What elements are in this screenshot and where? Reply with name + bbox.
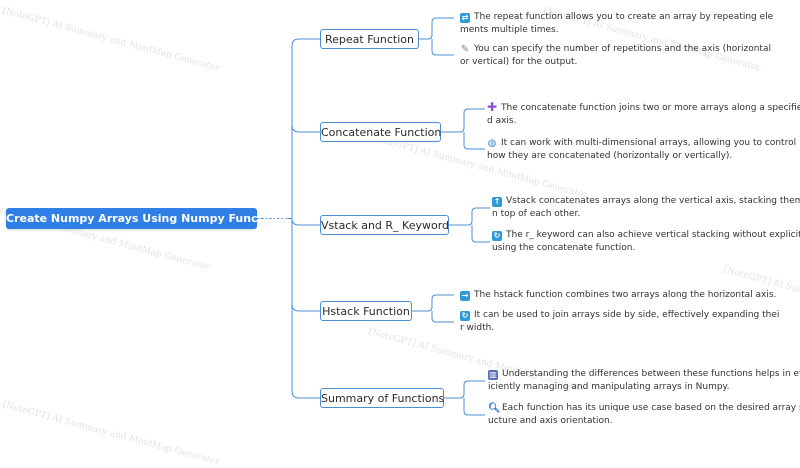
bar-chart-icon: ▥ xyxy=(488,370,498,380)
leaf-node: ⇄The repeat function allows you to creat… xyxy=(460,12,774,35)
globe-icon: ◍ xyxy=(487,138,497,149)
watermark-text: [NoteGPT] AI Summary and MindMap Generat… xyxy=(1,400,221,468)
branch-node-concatenate[interactable]: Concatenate Function xyxy=(320,122,441,142)
plus-icon: ✚ xyxy=(487,100,498,114)
magnifier-icon: 🔍︎ xyxy=(488,403,501,414)
branch-node-vstack[interactable]: Vstack and R_ Keyword xyxy=(320,215,449,235)
leaf-node: →The hstack function combines two arrays… xyxy=(460,290,777,301)
leaf-node: 🔍︎Each function has its unique use case … xyxy=(488,403,800,426)
cycle-icon: ↻ xyxy=(492,231,502,241)
repeat-icon: ⇄ xyxy=(460,13,470,23)
root-node[interactable]: Create Numpy Arrays Using Numpy Function… xyxy=(6,208,289,229)
watermark-text: [NoteGPT] AI Summary and MindMap Generat… xyxy=(1,6,221,74)
cycle-icon: ↻ xyxy=(460,311,470,321)
branch-node-summary[interactable]: Summary of Functions xyxy=(320,388,444,408)
up-arrow-icon: ↑ xyxy=(492,197,502,207)
leaf-node: ▥Understanding the differences between t… xyxy=(488,369,800,392)
branch-node-hstack[interactable]: Hstack Function xyxy=(320,301,412,321)
ruler-icon: ✎ xyxy=(460,44,470,55)
branch-node-repeat[interactable]: Repeat Function xyxy=(320,29,419,49)
leaf-node: ✚The concatenate function joins two or m… xyxy=(487,100,800,126)
leaf-node: ✎You can specify the number of repetitio… xyxy=(460,44,771,67)
leaf-node: ◍It can work with multi-dimensional arra… xyxy=(487,138,797,161)
leaf-node: ↑Vstack concatenates arrays along the ve… xyxy=(492,196,800,219)
right-arrow-icon: → xyxy=(460,291,470,301)
leaf-node: ↻It can be used to join arrays side by s… xyxy=(460,310,780,333)
leaf-node: ↻The r_ keyword can also achieve vertica… xyxy=(492,230,800,253)
